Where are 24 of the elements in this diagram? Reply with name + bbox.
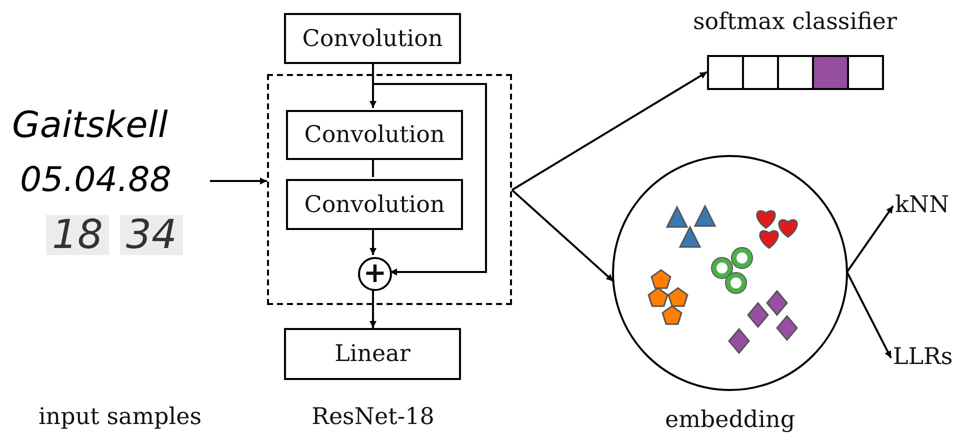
handwriting-sample: Gaitskell — [12, 108, 168, 144]
layer-box: Convolution — [284, 13, 461, 64]
arrow — [511, 189, 614, 282]
handwriting-sample: 05.04.88 — [20, 163, 172, 197]
layer-box: Convolution — [286, 179, 463, 230]
arrow — [846, 272, 892, 358]
node-label: softmax classifier — [692, 11, 898, 34]
output-label: kNN — [895, 194, 950, 217]
arrow — [370, 289, 376, 328]
layer-box: Convolution — [286, 110, 463, 160]
arrow — [210, 178, 267, 184]
node-label: embedding — [664, 409, 796, 432]
handwriting-sample: 34 — [120, 215, 183, 255]
arrow — [372, 64, 487, 276]
arrow — [511, 71, 708, 191]
residual-block-frame — [267, 74, 512, 305]
arrow — [370, 228, 376, 255]
caption: input samples — [37, 406, 203, 429]
sum-node: + — [358, 257, 392, 291]
layer-box: Linear — [284, 328, 461, 380]
handwriting-sample: 18 — [46, 215, 109, 255]
arrow — [846, 205, 894, 273]
caption: ResNet-18 — [310, 406, 436, 429]
output-label: LLRs — [893, 346, 953, 369]
